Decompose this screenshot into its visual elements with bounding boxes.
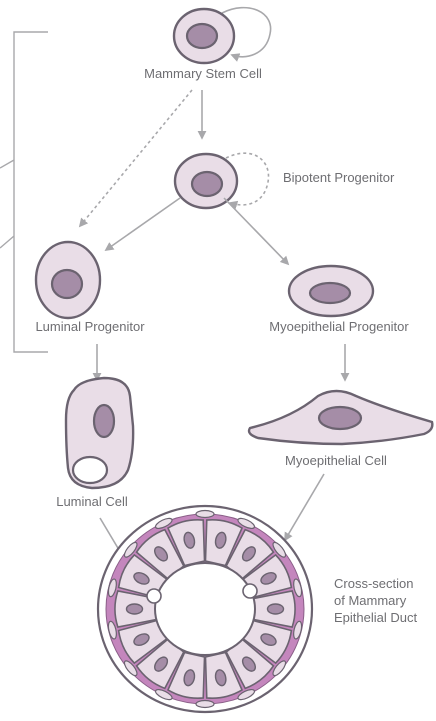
luminal-vacuole: [73, 457, 107, 483]
luminal-progenitor-cell: [36, 242, 100, 318]
cross-section-label: Cross-section of Mammary Epithelial Duct: [334, 576, 417, 625]
myoepithelial-progenitor-cell: [289, 266, 373, 316]
myoepithelial-progenitor-label: Myoepithelial Progenitor: [269, 319, 409, 334]
duct-cell-nucleus: [127, 604, 143, 614]
luminal-cell-label: Luminal Cell: [56, 494, 128, 509]
mammary-stem-cell-label: Mammary Stem Cell: [144, 66, 262, 81]
duct-vacuole-left: [147, 589, 161, 603]
luminal-progenitor-label: Luminal Progenitor: [35, 319, 145, 334]
dashed-arrow-stem-to-luminal: [80, 90, 192, 226]
duct-cell-nucleus: [268, 604, 284, 614]
bipotent-progenitor-cell: [175, 153, 269, 208]
arrow-bipotent-to-myoepithelial: [224, 198, 288, 264]
mammary-duct-cross-section: [98, 506, 312, 712]
bipotent-progenitor-label: Bipotent Progenitor: [283, 170, 395, 185]
lineage-bracket: [0, 32, 48, 352]
duct-myoepithelial-cell: [196, 701, 214, 708]
duct-myoepithelial-cell: [196, 511, 214, 518]
luminal-cell: [66, 378, 133, 488]
myoepithelial-cell-label: Myoepithelial Cell: [285, 453, 387, 468]
myoepithelial-cell: [249, 391, 432, 444]
arrow-bipotent-to-luminal: [106, 198, 180, 250]
duct-vacuole-right: [243, 584, 257, 598]
duct-lumen: [155, 563, 255, 655]
mammary-stem-cell: [174, 8, 271, 63]
pointer-myoepithelial-cell: [285, 474, 324, 540]
